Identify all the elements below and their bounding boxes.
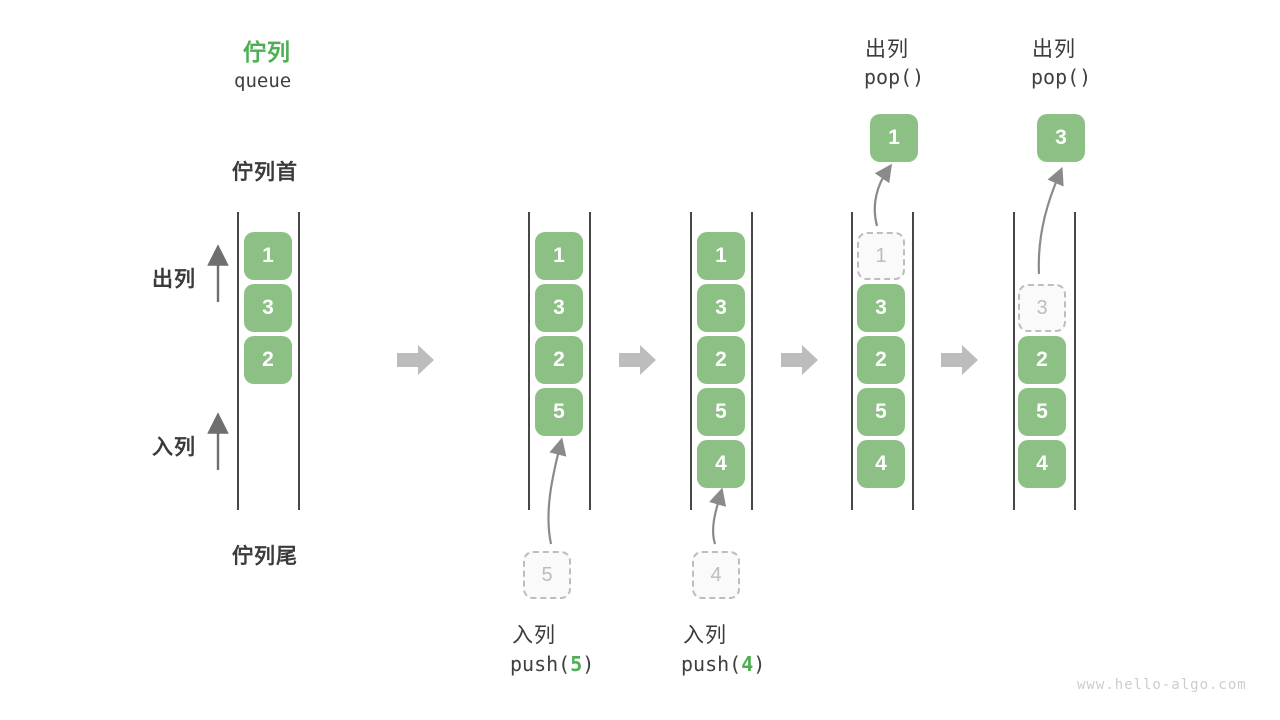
queue-cell: 2 [1018, 336, 1066, 384]
queue-rail-left [690, 212, 692, 510]
queue-rail-left [237, 212, 239, 510]
next-state-arrow-icon [397, 345, 434, 375]
op-code: pop() [864, 65, 925, 89]
pop-curved-arrow-icon [1037, 166, 1064, 275]
queue-cell: 4 [857, 440, 905, 488]
queue-cell: 1 [535, 232, 583, 280]
next-state-arrow-icon [941, 345, 978, 375]
popped-cell: 3 [1037, 114, 1085, 162]
ghost-cell: 1 [857, 232, 905, 280]
label-dequeue: 出列 [152, 268, 196, 291]
queue-rail-right [1074, 212, 1076, 510]
queue-rail-right [589, 212, 591, 510]
op-arg: 4 [741, 652, 754, 676]
enqueue-curved-arrow-icon [547, 437, 567, 545]
dequeue-direction-arrow-icon [207, 244, 229, 302]
op-label: 出列 [865, 38, 909, 61]
queue-cell: 4 [697, 440, 745, 488]
op-label: 入列 [512, 624, 556, 647]
queue-cell: 4 [1018, 440, 1066, 488]
queue-rail-right [912, 212, 914, 510]
incoming-ghost-cell: 4 [692, 551, 740, 599]
queue-cell: 5 [1018, 388, 1066, 436]
queue-cell: 2 [697, 336, 745, 384]
queue-rail-right [298, 212, 300, 510]
op-label: 入列 [683, 624, 727, 647]
op-code: pop() [1031, 65, 1092, 89]
pop-curved-arrow-icon [873, 163, 893, 227]
queue-cell: 3 [857, 284, 905, 332]
queue-cell: 1 [244, 232, 292, 280]
queue-cell: 5 [535, 388, 583, 436]
enqueue-curved-arrow-icon [709, 487, 727, 545]
queue-cell: 3 [535, 284, 583, 332]
op-label: 出列 [1032, 38, 1076, 61]
queue-cell: 5 [857, 388, 905, 436]
queue-cell: 2 [857, 336, 905, 384]
ghost-cell: 3 [1018, 284, 1066, 332]
op-code: push(5) [510, 652, 595, 676]
next-state-arrow-icon [619, 345, 656, 375]
popped-cell: 1 [870, 114, 918, 162]
page-title: 佇列 [243, 39, 291, 65]
watermark: www.hello-algo.com [1077, 677, 1247, 693]
queue-rail-left [851, 212, 853, 510]
queue-cell: 3 [244, 284, 292, 332]
incoming-ghost-cell: 5 [523, 551, 571, 599]
op-code: push(4) [681, 652, 766, 676]
queue-cell: 2 [535, 336, 583, 384]
queue-cell: 1 [697, 232, 745, 280]
label-enqueue: 入列 [152, 436, 196, 459]
queue-rail-right [751, 212, 753, 510]
label-queue-front: 佇列首 [232, 161, 298, 184]
next-state-arrow-icon [781, 345, 818, 375]
queue-cell: 2 [244, 336, 292, 384]
op-arg: 5 [570, 652, 583, 676]
page-subtitle: queue [234, 70, 292, 92]
label-queue-rear: 佇列尾 [232, 545, 298, 568]
queue-cell: 5 [697, 388, 745, 436]
queue-cell: 3 [697, 284, 745, 332]
queue-rail-left [1013, 212, 1015, 510]
enqueue-direction-arrow-icon [207, 412, 229, 470]
queue-rail-left [528, 212, 530, 510]
